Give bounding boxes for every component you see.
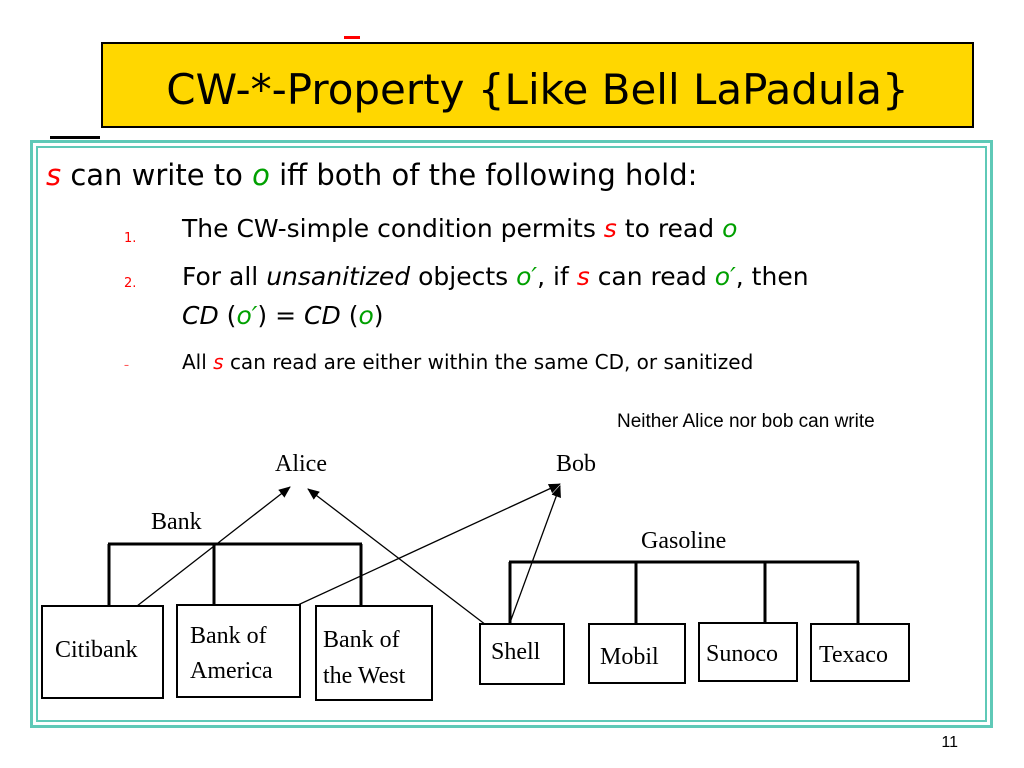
condition-2-unsanitized: unsanitized bbox=[266, 262, 411, 291]
company-bank-of-the-west: Bank of the West bbox=[315, 605, 433, 701]
group-gasoline-label: Gasoline bbox=[641, 528, 727, 554]
cd-label-2: CD bbox=[304, 301, 341, 330]
citibank-to-alice-arrow bbox=[118, 486, 291, 621]
condition-2-object-1: o′ bbox=[516, 262, 538, 291]
bank-of-the-west-label-1: Bank of bbox=[323, 627, 400, 653]
condition-1: The CW-simple condition permits s to rea… bbox=[182, 214, 737, 243]
content-frame bbox=[30, 140, 993, 728]
condition-2-text-d: can read bbox=[597, 262, 707, 291]
subject-bob: Bob bbox=[556, 451, 597, 477]
title-accent-mark bbox=[344, 36, 360, 39]
paren-close: ) bbox=[373, 301, 384, 330]
company-texaco: Texaco bbox=[810, 623, 910, 682]
subitem-text-a: All bbox=[182, 350, 207, 374]
equals-sign: ) = bbox=[257, 301, 297, 330]
slide-title: CW-*-Property {Like Bell LaPadula} bbox=[166, 64, 909, 114]
condition-2-text-e: , then bbox=[735, 262, 809, 291]
citibank-label: Citibank bbox=[55, 637, 138, 663]
shell-to-alice-arrow bbox=[307, 488, 487, 626]
gasoline-bracket bbox=[508, 560, 860, 625]
shell-to-bob-arrow bbox=[507, 485, 561, 629]
bank-of-america-label-2: America bbox=[190, 658, 273, 684]
subitem-marker: – bbox=[124, 360, 129, 371]
condition-2-subject: s bbox=[576, 262, 590, 291]
company-bank-of-america: Bank of America bbox=[176, 604, 301, 698]
condition-2-line-2: CD (o′) = CD (o) bbox=[182, 301, 384, 330]
bank-bracket bbox=[107, 542, 363, 606]
mobil-label: Mobil bbox=[600, 644, 659, 670]
condition-2-object-2: o′ bbox=[714, 262, 736, 291]
content-frame-inner bbox=[36, 146, 987, 722]
subject-s: s bbox=[46, 158, 62, 192]
condition-2-text-a: For all bbox=[182, 262, 259, 291]
shell-label: Shell bbox=[491, 639, 541, 665]
condition-2-text-c: , if bbox=[537, 262, 569, 291]
subitem-subject: s bbox=[213, 350, 224, 374]
company-sunoco: Sunoco bbox=[698, 622, 798, 682]
paren-open-1: ( bbox=[226, 301, 237, 330]
paren-open-2: ( bbox=[348, 301, 359, 330]
texaco-label: Texaco bbox=[819, 642, 888, 668]
title-banner: CW-*-Property {Like Bell LaPadula} bbox=[101, 42, 974, 128]
write-note: Neither Alice nor bob can write bbox=[617, 411, 875, 432]
condition-2-text-b: objects bbox=[418, 262, 509, 291]
bank-of-america-label-1: Bank of bbox=[190, 623, 267, 649]
cd-label-1: CD bbox=[182, 301, 219, 330]
company-mobil: Mobil bbox=[588, 623, 686, 684]
subitem-text-b: can read are either within the same CD, … bbox=[229, 350, 754, 374]
company-citibank: Citibank bbox=[41, 605, 164, 699]
sunoco-label: Sunoco bbox=[706, 641, 778, 667]
condition-1-object: o bbox=[722, 214, 738, 243]
slide-number: 11 bbox=[941, 734, 958, 751]
group-bank-label: Bank bbox=[151, 509, 202, 535]
condition-1-text-a: The CW-simple condition permits bbox=[182, 214, 596, 243]
item-1-marker: 1. bbox=[124, 231, 137, 246]
rule-text-b: iff both of the following hold: bbox=[279, 158, 698, 192]
subitem-line: All s can read are either within the sam… bbox=[182, 350, 753, 374]
company-shell: Shell bbox=[479, 623, 565, 685]
condition-1-subject: s bbox=[603, 214, 617, 243]
condition-2-object-4: o bbox=[358, 301, 374, 330]
condition-2-object-3: o′ bbox=[236, 301, 258, 330]
bank-of-the-west-label-2: the West bbox=[323, 663, 406, 689]
write-rule-line: s can write to o iff both of the followi… bbox=[46, 158, 697, 192]
condition-1-text-b: to read bbox=[624, 214, 715, 243]
rule-text-a: can write to bbox=[70, 158, 243, 192]
condition-2-line-1: For all unsanitized objects o′, if s can… bbox=[182, 262, 809, 291]
title-underline-bar bbox=[50, 136, 100, 139]
object-o: o bbox=[252, 158, 270, 192]
item-2-marker: 2. bbox=[124, 276, 137, 291]
subject-alice: Alice bbox=[275, 451, 327, 477]
